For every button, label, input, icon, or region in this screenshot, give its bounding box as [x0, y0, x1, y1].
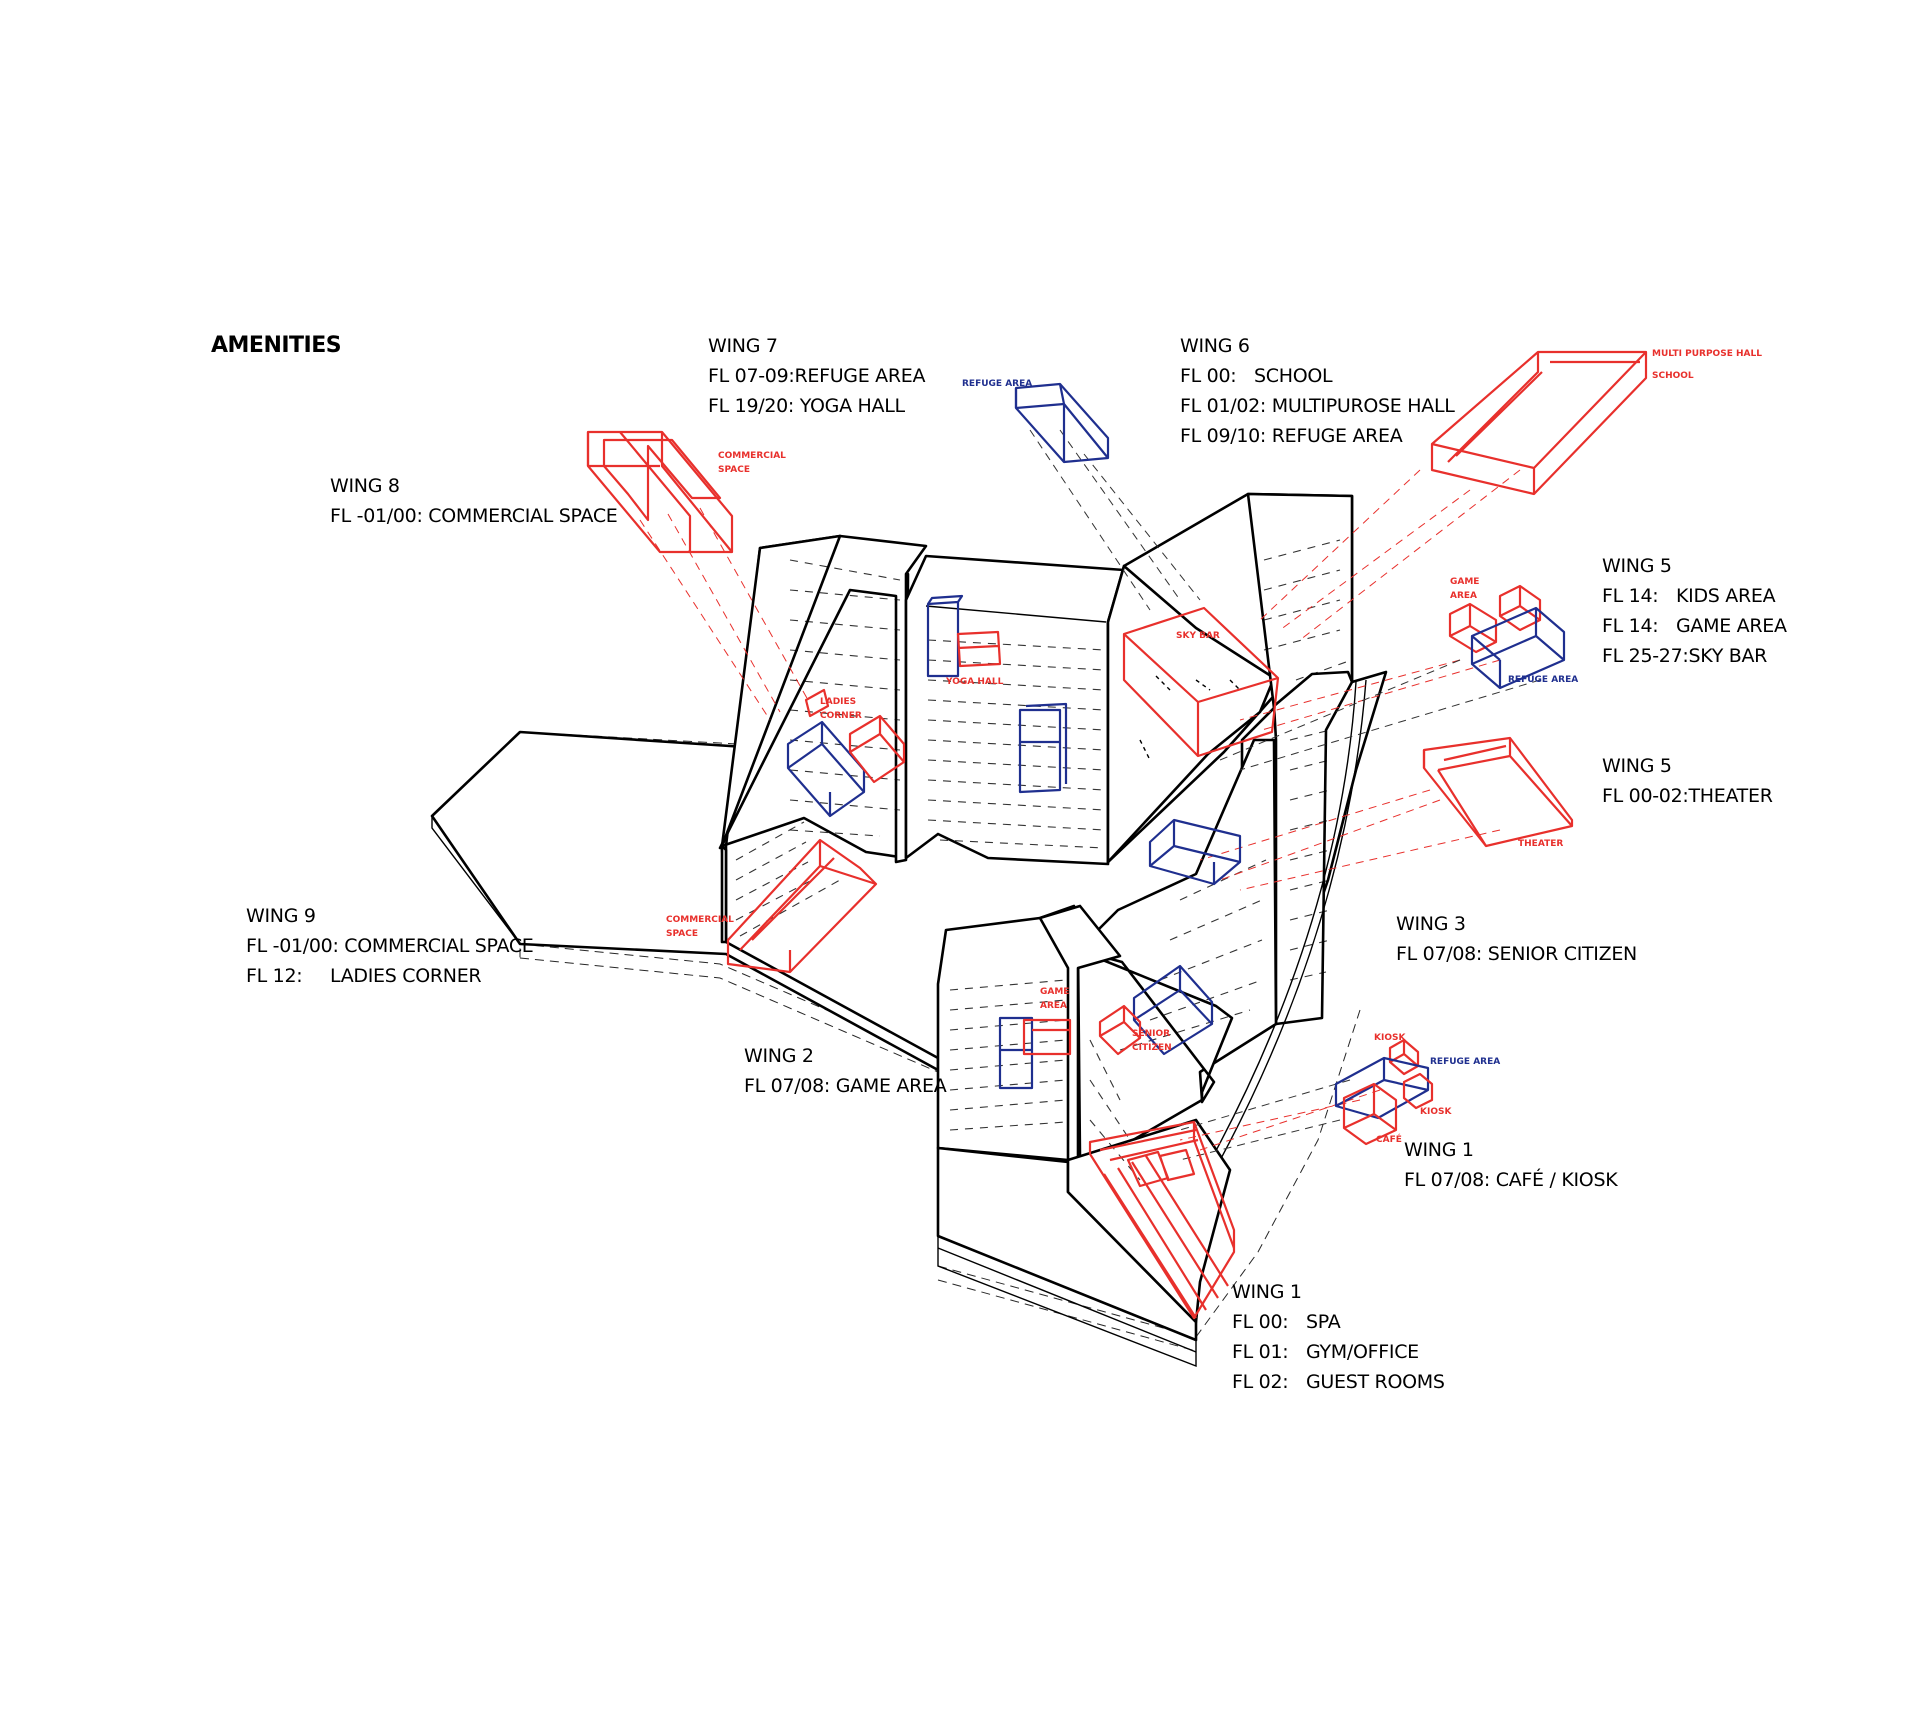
svg-text:FL 07/08: GAME AREA: FL 07/08: GAME AREA: [744, 1075, 947, 1097]
tag-kiosk-2: KIOSK: [1420, 1107, 1452, 1117]
svg-text:WING 9: WING 9: [246, 905, 316, 927]
tag-commercial-space-wing8: COMMERCIAL SPACE: [718, 451, 789, 475]
svg-text:WING 7: WING 7: [708, 335, 778, 357]
wing1-spa-label: WING 1 FL 00: SPA FL 01: GYM/OFFICE FL 0…: [1232, 1281, 1445, 1393]
svg-text:FL 01/02: MULTIPUROSE HALL: FL 01/02: MULTIPUROSE HALL: [1180, 395, 1455, 417]
svg-text:WING 5: WING 5: [1602, 555, 1672, 577]
svg-text:FL 14:: FL 14:: [1602, 615, 1658, 637]
cafe-kiosk-volume-wing1: [1334, 1038, 1434, 1146]
yoga-hall-volume-wing7: [926, 594, 1068, 794]
wing5-kids-label: WING 5 FL 14: KIDS AREA FL 14: GAME AREA…: [1602, 555, 1787, 667]
svg-text:SCHOOL: SCHOOL: [1254, 365, 1333, 387]
theater-volume-wing5: [1422, 736, 1574, 848]
game-area-volume-wing2: [998, 1016, 1072, 1090]
svg-text:FL 07-09:REFUGE AREA: FL 07-09:REFUGE AREA: [708, 365, 925, 387]
svg-text:FL 25-27:SKY BAR: FL 25-27:SKY BAR: [1602, 645, 1767, 667]
tag-commercial-space-wing9: COMMERCIAL SPACE: [666, 915, 737, 939]
building-massing: [430, 492, 1388, 1368]
svg-text:WING 3: WING 3: [1396, 913, 1466, 935]
refuge-area-volume-wing3: [1148, 818, 1242, 886]
svg-text:FL 14:: FL 14:: [1602, 585, 1658, 607]
wing7-label: WING 7 FL 07-09:REFUGE AREA FL 19/20: YO…: [708, 335, 926, 417]
senior-citizen-volume-wing3: [1098, 964, 1214, 1056]
tag-game-area-wing2: GAME AREA: [1040, 987, 1073, 1011]
ladies-corner-volume-wing9: [786, 688, 906, 818]
kids-game-area-volume-wing5: [1448, 584, 1566, 690]
tag-kiosk-1: KIOSK: [1374, 1033, 1406, 1043]
tag-multipurpose-hall: MULTI PURPOSE HALL: [1652, 349, 1762, 359]
svg-text:WING 8: WING 8: [330, 475, 400, 497]
svg-text:FL 09/10: REFUGE AREA: FL 09/10: REFUGE AREA: [1180, 425, 1403, 447]
svg-text:FL 07/08: CAFÉ / KIOSK: FL 07/08: CAFÉ / KIOSK: [1404, 1168, 1618, 1191]
tag-cafe: CAFÉ: [1376, 1133, 1402, 1145]
svg-text:FL 02:: FL 02:: [1232, 1371, 1288, 1393]
wing8-label: WING 8 FL -01/00: COMMERCIAL SPACE: [330, 475, 618, 527]
diagram-title: AMENITIES: [211, 333, 341, 358]
svg-text:SPA: SPA: [1306, 1311, 1341, 1333]
svg-text:WING 6: WING 6: [1180, 335, 1250, 357]
svg-text:FL 00:: FL 00:: [1232, 1311, 1288, 1333]
wing6-label: WING 6 FL 00: SCHOOL FL 01/02: MULTIPURO…: [1180, 335, 1456, 447]
svg-text:WING 5: WING 5: [1602, 755, 1672, 777]
spa-gym-guest-rooms-volume-wing1: [1088, 1120, 1236, 1320]
svg-text:FL 12:: FL 12:: [246, 965, 302, 987]
svg-text:FL 00-02:THEATER: FL 00-02:THEATER: [1602, 785, 1773, 807]
wing9-label: WING 9 FL -01/00: COMMERCIAL SPACE FL 12…: [246, 905, 534, 987]
wing9-platform: [430, 730, 940, 1072]
svg-text:FL 07/08: SENIOR CITIZEN: FL 07/08: SENIOR CITIZEN: [1396, 943, 1637, 965]
svg-text:WING 1: WING 1: [1404, 1139, 1474, 1161]
svg-text:FL -01/00: COMMERCIAL SPACE: FL -01/00: COMMERCIAL SPACE: [330, 505, 618, 527]
svg-text:GUEST ROOMS: GUEST ROOMS: [1306, 1371, 1445, 1393]
svg-text:FL -01/00: COMMERCIAL SPACE: FL -01/00: COMMERCIAL SPACE: [246, 935, 534, 957]
tag-sky-bar: SKY BAR: [1176, 631, 1220, 641]
wing3-label: WING 3 FL 07/08: SENIOR CITIZEN: [1396, 913, 1637, 965]
leader-lines: [639, 429, 1541, 1161]
svg-text:FL 19/20: YOGA HALL: FL 19/20: YOGA HALL: [708, 395, 906, 417]
svg-text:KIDS AREA: KIDS AREA: [1676, 585, 1776, 607]
svg-text:GAME AREA: GAME AREA: [1676, 615, 1787, 637]
tag-refuge-area-wing5: REFUGE AREA: [1508, 675, 1578, 685]
wing2-label: WING 2 FL 07/08: GAME AREA: [744, 1045, 947, 1097]
svg-text:LADIES CORNER: LADIES CORNER: [330, 965, 481, 987]
volume-tags: REFUGE AREA MULTI PURPOSE HALL SCHOOL CO…: [666, 349, 1762, 1145]
svg-text:WING 2: WING 2: [744, 1045, 814, 1067]
tag-ladies-corner: LADIES CORNER: [820, 697, 862, 721]
tag-school: SCHOOL: [1652, 371, 1694, 381]
tag-theater: THEATER: [1518, 839, 1563, 849]
commercial-space-volume-wing8: [586, 430, 734, 554]
sky-bar-volume: [1122, 606, 1280, 761]
refuge-area-volume-wing7: [1014, 382, 1110, 464]
tag-refuge-area-wing1: REFUGE AREA: [1430, 1057, 1500, 1067]
facade-hatching: [735, 539, 1347, 1181]
svg-text:GYM/OFFICE: GYM/OFFICE: [1306, 1341, 1419, 1363]
commercial-space-volume-wing9: [726, 838, 878, 974]
tag-game-area-wing5: GAME AREA: [1450, 577, 1483, 601]
tag-yoga-hall: YOGA HALL: [945, 677, 1004, 687]
svg-text:FL 00:: FL 00:: [1180, 365, 1236, 387]
tag-senior-citizen: SENIOR CITIZEN: [1132, 1029, 1173, 1053]
wing1-cafe-label: WING 1 FL 07/08: CAFÉ / KIOSK: [1404, 1139, 1619, 1191]
wing5-theater-label: WING 5 FL 00-02:THEATER: [1602, 755, 1773, 807]
svg-text:WING 1: WING 1: [1232, 1281, 1302, 1303]
tag-refuge-area-wing7: REFUGE AREA: [962, 379, 1032, 389]
svg-text:FL 01:: FL 01:: [1232, 1341, 1288, 1363]
multipurpose-hall-volume-wing6: [1430, 350, 1648, 496]
